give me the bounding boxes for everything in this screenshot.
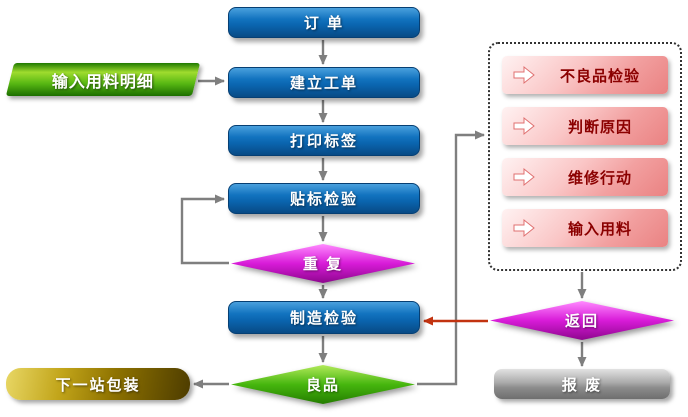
node-defective-inspection: 不良品检验 xyxy=(502,56,668,94)
node-next-station-packaging: 下一站包装 xyxy=(6,368,190,400)
node-scrap-label: 报 废 xyxy=(561,376,603,394)
node-print-label-label: 打印标签 xyxy=(289,133,358,150)
node-repair-action-label: 维修行动 xyxy=(567,169,632,187)
node-repeat-decision-label: 重 复 xyxy=(302,256,344,273)
node-repeat-decision: 重 复 xyxy=(231,244,415,283)
node-order-label: 订 单 xyxy=(303,15,345,32)
arrow-right-icon xyxy=(513,116,535,136)
node-good-product-decision-label: 良品 xyxy=(305,377,340,394)
node-input-material: 输入用料 xyxy=(502,209,668,247)
rework-box xyxy=(488,42,682,271)
node-manufacturing-inspection: 制造检验 xyxy=(228,301,420,334)
node-label-inspection-label: 贴标检验 xyxy=(289,191,358,208)
arrow-repeat-loop-to-label-inspection xyxy=(180,194,229,265)
node-create-work-order: 建立工单 xyxy=(228,67,420,98)
node-order: 订 单 xyxy=(228,7,420,38)
node-repair-action: 维修行动 xyxy=(502,158,668,196)
node-scrap: 报 废 xyxy=(494,369,670,399)
node-next-station-packaging-label: 下一站包装 xyxy=(55,376,141,394)
node-print-label: 打印标签 xyxy=(228,125,420,156)
node-return-decision-label: 返回 xyxy=(564,313,599,330)
node-good-product-decision: 良品 xyxy=(231,365,415,404)
node-input-material-label: 输入用料 xyxy=(567,220,632,238)
arrow-right-icon xyxy=(513,167,535,187)
node-manufacturing-inspection-label: 制造检验 xyxy=(289,310,358,327)
arrow-right-icon xyxy=(513,218,535,238)
node-input-material-detail: 输入用料明细 xyxy=(5,63,201,96)
arrow-good-product-to-rework-box xyxy=(417,130,485,386)
node-label-inspection: 贴标检验 xyxy=(228,183,420,214)
node-return-decision: 返回 xyxy=(490,301,674,340)
node-judge-cause: 判断原因 xyxy=(502,107,668,145)
arrow-right-icon xyxy=(513,65,535,85)
node-judge-cause-label: 判断原因 xyxy=(567,118,632,136)
node-create-work-order-label: 建立工单 xyxy=(289,75,358,92)
node-defective-inspection-label: 不良品检验 xyxy=(559,67,640,85)
node-input-material-detail-label: 输入用料明细 xyxy=(51,73,154,91)
